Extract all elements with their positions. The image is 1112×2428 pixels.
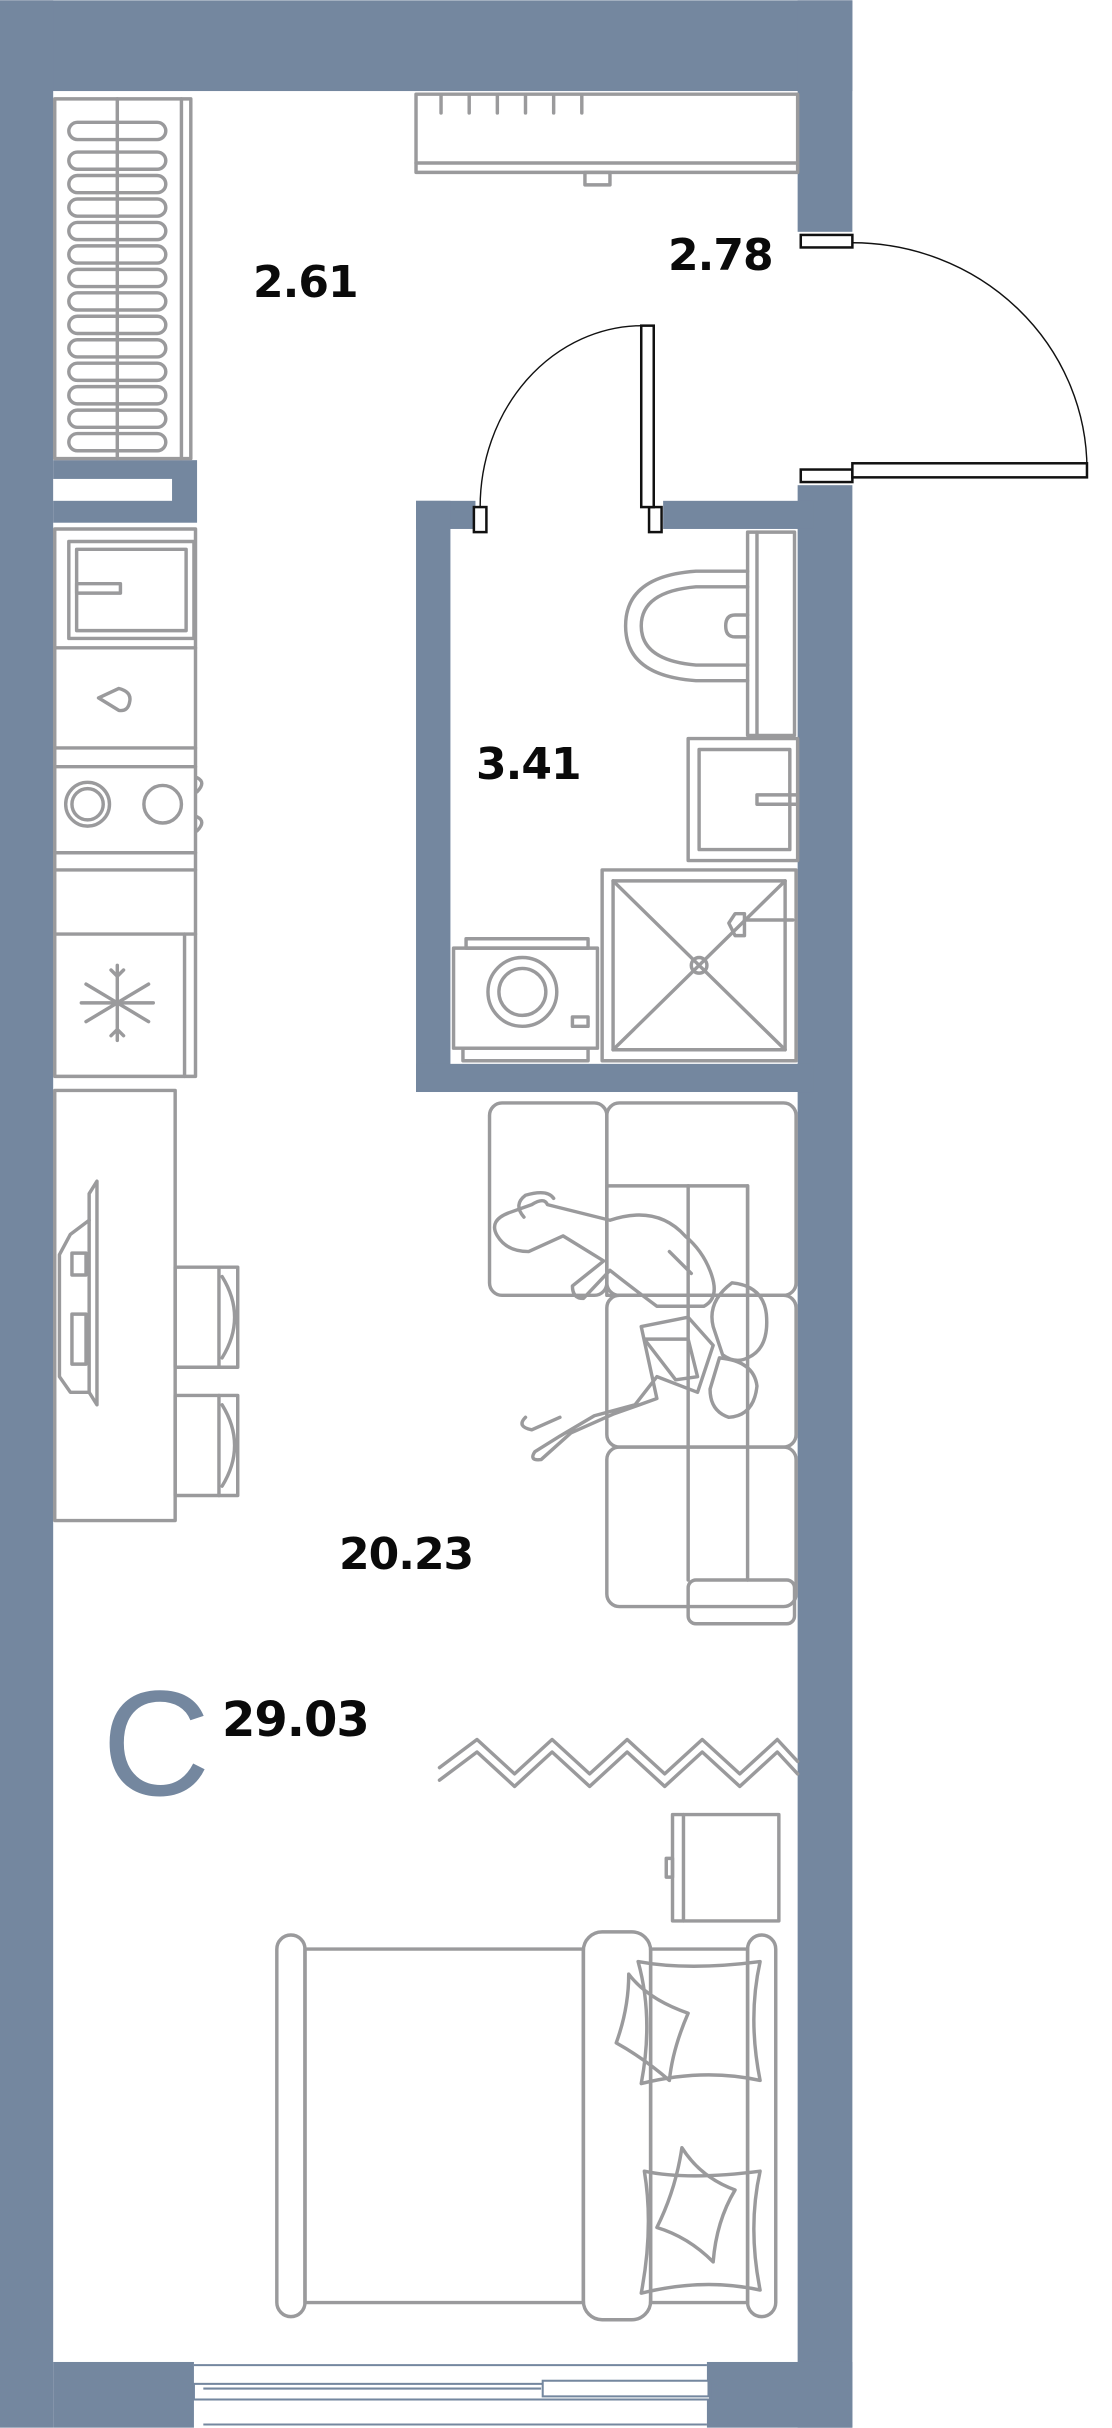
chair-icon	[173, 1265, 240, 1369]
water-drop-icon	[53, 686, 198, 769]
fridge-snowflake-icon	[79, 932, 187, 1079]
people-icon	[492, 1191, 769, 1462]
nightstand-icon	[664, 1812, 781, 1923]
sofa-icon	[487, 1101, 798, 1626]
room-area-bathroom: 3.41	[476, 739, 582, 790]
window	[192, 2364, 712, 2426]
bed-icon	[275, 1930, 778, 2322]
cooktop-icon	[53, 775, 204, 872]
bathroom-door-icon	[472, 324, 663, 534]
dining-table-icon	[53, 1088, 240, 1523]
room-area-entry: 2.78	[668, 230, 774, 281]
washing-machine-icon	[451, 937, 600, 1063]
sink-icon	[53, 539, 198, 650]
entry-door-icon	[799, 233, 1089, 484]
total-area: 29.03	[222, 1692, 370, 1748]
kitchen-unit	[53, 527, 204, 1079]
pillow-icon	[614, 1959, 762, 2086]
tv-icon	[57, 1179, 99, 1407]
unit-type-letter: C	[102, 1659, 211, 1827]
pillow-icon	[639, 2145, 762, 2295]
room-area-hall: 2.61	[253, 257, 359, 308]
walls	[0, 0, 853, 2428]
washbasin-icon	[686, 736, 800, 863]
wardrobe-icon	[53, 97, 193, 461]
shoe-rack-icon	[414, 92, 800, 187]
room-area-living: 20.23	[339, 1529, 474, 1580]
chair-icon	[173, 1393, 240, 1498]
bathroom-fixtures	[451, 530, 800, 1063]
toilet-icon	[623, 530, 797, 738]
shower-icon	[600, 868, 798, 1063]
rug-zigzag-icon	[437, 1737, 800, 1789]
